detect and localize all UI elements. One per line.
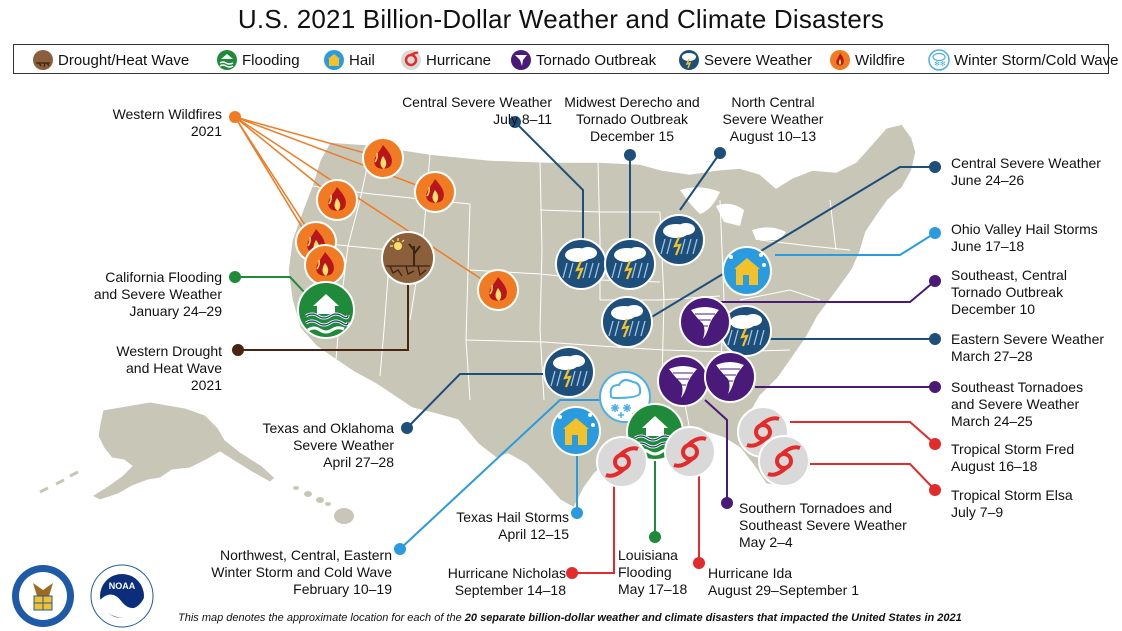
legend-item-flooding: Flooding [216,47,300,73]
label-texas-hail: Texas Hail Storms April 12–15 [456,509,569,542]
wildfire-icon [477,269,519,311]
legend-label: Winter Storm/Cold Wave [954,51,1119,69]
flooding-icon [296,280,356,340]
alaska-landmass [90,401,276,501]
legend-item-severe: Severe Weather [678,47,812,73]
footer-note: This map denotes the approximate locatio… [178,612,962,624]
label-eastern-severe: Eastern Severe Weather March 27–28 [951,331,1105,364]
noaa-logo-text: NOAA [109,581,136,591]
legend-label: Drought/Heat Wave [58,51,190,69]
flooding-icon [217,50,237,70]
severe-weather-icon [542,345,596,399]
tornado-icon [704,351,756,403]
wildfire-icon [304,244,346,286]
severe-weather-icon [554,237,608,291]
hurricane-icon [663,425,717,479]
legend-label: Tornado Outbreak [536,51,657,69]
legend-item-hail: Hail [323,47,375,73]
label-ts-elsa: Tropical Storm Elsa July 7–9 [951,487,1073,520]
label-midwest-derecho: Midwest Derecho and Tornado Outbreak Dec… [564,94,700,144]
label-central-severe-jun: Central Severe Weather June 24–26 [951,155,1101,188]
drought-icon [33,50,53,70]
severe-weather-icon [603,237,657,291]
hail-icon [722,246,772,296]
label-hurricane-ida: Hurricane Ida August 29–September 1 [708,565,859,598]
legend-item-hurricane: Hurricane [400,47,491,73]
label-hurricane-nicholas: Hurricane Nicholas September 14–18 [447,565,566,598]
legend-item-tornado: Tornado Outbreak [510,47,656,73]
hurricane-icon [401,50,421,70]
legend-label: Flooding [242,51,300,69]
label-southern-tornadoes: Southern Tornadoes and Southeast Severe … [739,500,907,550]
label-north-central: North Central Severe Weather August 10–1… [722,94,824,144]
label-western-wildfires: Western Wildfires 2021 [112,106,222,139]
drought-icon [381,231,435,285]
legend-label: Wildfire [855,51,906,69]
label-winter-storm: Northwest, Central, Eastern Winter Storm… [211,547,392,597]
label-ts-fred: Tropical Storm Fred August 16–18 [951,441,1075,474]
commerce-seal-logo [12,565,74,627]
label-ohio-valley-hail: Ohio Valley Hail Storms June 17–18 [951,221,1098,254]
severe-weather-icon [679,50,699,70]
legend-item-drought: Drought/Heat Wave [32,47,189,73]
label-central-severe-jul: Central Severe Weather July 8–11 [402,94,552,127]
legend-label: Severe Weather [704,51,813,69]
svg-text:✻✻: ✻✻ [934,60,946,68]
label-southeast-central-tornado: Southeast, Central Tornado Outbreak Dece… [951,267,1067,317]
tornado-icon [657,355,709,407]
page-title: U.S. 2021 Billion-Dollar Weather and Cli… [237,4,885,34]
hurricane-icon [757,434,811,488]
legend-item-winter: ✻✻ Winter Storm/Cold Wave [928,47,1118,73]
wildfire-icon [316,179,358,221]
wildfire-icon [830,50,850,70]
label-western-drought: Western Drought and Heat Wave 2021 [116,343,222,393]
hurricane-icon [595,435,649,489]
legend: Drought/Heat Wave Flooding Hail Hurrican… [13,44,1118,74]
label-louisiana-flooding: Louisiana Flooding May 17–18 [618,547,688,597]
legend-label: Hurricane [426,51,492,69]
winter-storm-icon: ✻✻ [928,49,950,71]
hail-icon [324,50,344,70]
label-california-flooding: California Flooding and Severe Weather J… [93,269,222,319]
legend-label: Hail [349,51,375,69]
noaa-logo: NOAA [90,564,154,628]
hawaii-islands [293,486,354,524]
wildfire-icon [362,137,404,179]
severe-weather-icon [652,213,706,267]
tornado-icon [679,296,731,348]
legend-item-wildfire: Wildfire [829,47,905,73]
tornado-icon [511,50,531,70]
label-texas-oklahoma: Texas and Oklahoma Severe Weather April … [262,420,394,470]
hail-icon [551,406,601,456]
severe-weather-icon [600,295,654,349]
wildfire-icon [414,171,456,213]
label-southeast-tornadoes: Southeast Tornadoes and Severe Weather M… [951,379,1084,429]
